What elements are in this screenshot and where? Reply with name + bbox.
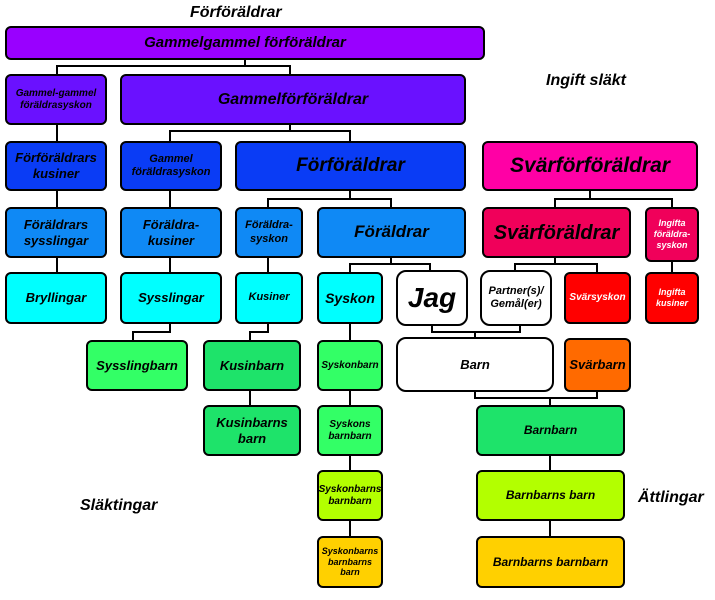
connector xyxy=(590,198,673,207)
node-barnbarns-barn: Barnbarns barn xyxy=(476,470,625,521)
connector xyxy=(249,324,269,340)
connector xyxy=(169,125,291,141)
connector xyxy=(555,263,598,272)
node-gammelforforaldrar: Gammelförföräldrar xyxy=(120,74,466,125)
connector xyxy=(267,191,351,207)
connector xyxy=(245,65,291,74)
node-sysslingbarn: Sysslingbarn xyxy=(86,340,188,391)
node-barn: Barn xyxy=(396,337,554,392)
label-attlingar: Ättlingar xyxy=(638,489,704,506)
connector xyxy=(350,198,392,207)
label-forforaldrar: Förföräldrar xyxy=(190,4,282,21)
connector xyxy=(290,130,351,141)
node-svarsyskon: Svärsyskon xyxy=(564,272,631,324)
node-barnbarns-barnbarn: Barnbarns barnbarn xyxy=(476,536,625,588)
node-gammelgammel-forforaldrar: Gammelgammel förföräldrar xyxy=(5,26,485,60)
connector xyxy=(431,326,521,333)
node-foraldrar: Föräldrar xyxy=(317,207,466,258)
node-partner: Partner(s)/ Gemål(er) xyxy=(480,270,552,326)
connector xyxy=(132,324,171,340)
node-ingifta-kusiner: Ingifta kusiner xyxy=(645,272,699,324)
connector xyxy=(349,258,392,272)
node-syskon: Syskon xyxy=(317,272,383,324)
node-kusiner: Kusiner xyxy=(235,272,303,324)
node-foraldrakusiner: Föräldra-kusiner xyxy=(120,207,222,258)
node-syskonbarns-barnbarn: Syskonbarns barnbarn xyxy=(317,470,383,521)
node-barnbarn: Barnbarn xyxy=(476,405,625,456)
node-foraldrars-sysslingar: Föräldrars sysslingar xyxy=(5,207,107,258)
node-svarforforaldrar: Svärförföräldrar xyxy=(482,141,698,191)
connector xyxy=(474,392,598,399)
node-syskons-barnbarn: Syskons barnbarn xyxy=(317,405,383,456)
node-kusinbarns-barn: Kusinbarns barn xyxy=(203,405,301,456)
label-slaktingar: Släktingar xyxy=(80,497,158,514)
node-gammel-foraldrasyskon: Gammel föräldrasyskon xyxy=(120,141,222,191)
label-ingift-slakt: Ingift släkt xyxy=(546,72,627,89)
node-bryllingar: Bryllingar xyxy=(5,272,107,324)
node-kusinbarn: Kusinbarn xyxy=(203,340,301,391)
connector xyxy=(391,263,431,272)
node-gammelgammel-foraldrasyskon: Gammel-gammel föräldrasyskon xyxy=(5,74,107,125)
connector xyxy=(56,60,246,74)
node-svarbarn: Svärbarn xyxy=(564,338,631,392)
node-syskonbarns-barnbarns-barn: Syskonbarns barnbarns barn xyxy=(317,536,383,588)
node-jag: Jag xyxy=(396,270,468,326)
node-forforaldrar: Förföräldrar xyxy=(235,141,466,191)
connector xyxy=(554,191,591,207)
connector xyxy=(514,258,556,272)
node-forforaldrars-kusiner: Förföräldrars kusiner xyxy=(5,141,107,191)
node-svarforaldrar: Svärföräldrar xyxy=(482,207,631,258)
node-syskonbarn: Syskonbarn xyxy=(317,340,383,391)
node-foraldrasyskon: Föräldra-syskon xyxy=(235,207,303,258)
node-sysslingar: Sysslingar xyxy=(120,272,222,324)
node-ingifta-foraldrasyskon: Ingifta föräldra-syskon xyxy=(645,207,699,262)
